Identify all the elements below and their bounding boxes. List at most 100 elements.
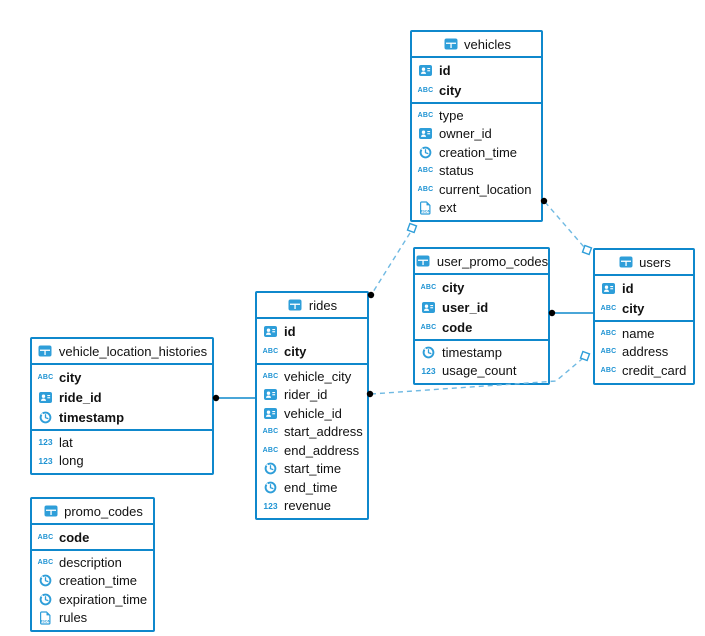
column-row-creation_time[interactable]: creation_time — [32, 572, 153, 591]
string-type-icon: ABC — [262, 372, 279, 380]
string-type-icon: ABC — [600, 304, 617, 312]
column-row-code[interactable]: ABC code — [32, 527, 153, 547]
column-name: vehicle_id — [284, 405, 342, 421]
column-row-id[interactable]: id — [412, 60, 541, 80]
column-row-revenue[interactable]: 123 revenue — [257, 497, 367, 516]
column-name: id — [284, 323, 296, 339]
column-name: vehicle_city — [284, 368, 352, 384]
column-row-id[interactable]: id — [257, 321, 367, 341]
table-icon — [617, 256, 634, 268]
column-name: id — [439, 62, 451, 78]
column-row-owner_id[interactable]: owner_id — [412, 125, 541, 144]
column-name: rules — [59, 610, 88, 626]
id-type-icon — [600, 282, 617, 294]
string-type-icon: ABC — [417, 167, 434, 175]
relationship-vehicle_location_histories-rides[interactable] — [212, 394, 256, 402]
relationship-vehicles-users[interactable] — [540, 197, 593, 256]
number-type-icon: 123 — [38, 455, 53, 466]
table-header[interactable]: vehicles — [412, 32, 541, 58]
column-name: revenue — [284, 498, 331, 514]
table-title: vehicle_location_histories — [58, 343, 208, 359]
timestamp-type-icon — [262, 481, 279, 494]
json-type-icon: JSON — [417, 201, 434, 215]
table-header[interactable]: user_promo_codes — [415, 249, 548, 275]
string-type-icon: ABC — [37, 558, 54, 566]
column-name: name — [622, 325, 655, 341]
relationship-user_promo_codes-users[interactable] — [548, 309, 594, 317]
svg-text:JSON: JSON — [40, 619, 51, 623]
primary-key-section: ABC code — [32, 525, 153, 549]
column-row-timestamp[interactable]: timestamp — [415, 343, 548, 362]
relationship-line[interactable] — [544, 201, 585, 248]
column-row-vehicle_city[interactable]: ABC vehicle_city — [257, 367, 367, 386]
column-name: expiration_time — [59, 591, 148, 607]
json-type-icon: JSON — [37, 611, 54, 625]
column-row-user_id[interactable]: user_id — [415, 297, 548, 317]
column-name: code — [59, 529, 90, 545]
column-row-expiration_time[interactable]: expiration_time — [32, 590, 153, 609]
column-row-vehicle_id[interactable]: vehicle_id — [257, 404, 367, 423]
column-name: code — [442, 319, 473, 335]
table-title: promo_codes — [64, 503, 143, 519]
id-type-icon — [262, 389, 279, 401]
column-row-timestamp[interactable]: timestamp — [32, 407, 212, 427]
table-header[interactable]: promo_codes — [32, 499, 153, 525]
svg-text:JSON: JSON — [420, 209, 431, 213]
column-row-creation_time[interactable]: creation_time — [412, 143, 541, 162]
relationship-line[interactable] — [372, 232, 411, 293]
table-icon — [37, 345, 54, 357]
column-name: timestamp — [442, 344, 502, 360]
column-row-start_time[interactable]: start_time — [257, 460, 367, 479]
connector-square-endpoint — [579, 350, 591, 362]
column-row-rider_id[interactable]: rider_id — [257, 386, 367, 405]
timestamp-type-icon — [37, 593, 54, 606]
table-header[interactable]: rides — [257, 293, 367, 319]
column-row-rules[interactable]: JSON rules — [32, 609, 153, 628]
column-row-end_time[interactable]: end_time — [257, 478, 367, 497]
string-type-icon: ABC — [600, 329, 617, 337]
string-type-icon: ABC — [37, 533, 54, 541]
number-type-icon: 123 — [421, 365, 436, 376]
table-header[interactable]: users — [595, 250, 693, 276]
number-type-icon: 123 — [263, 500, 278, 511]
column-name: end_time — [284, 479, 338, 495]
column-name: creation_time — [439, 144, 518, 160]
relationship-vehicles-rides[interactable] — [367, 222, 418, 299]
table-header[interactable]: vehicle_location_histories — [32, 339, 212, 365]
string-type-icon: ABC — [37, 373, 54, 381]
column-row-ride_id[interactable]: ride_id — [32, 387, 212, 407]
table-title: vehicles — [464, 36, 511, 52]
column-row-name[interactable]: ABC name — [595, 324, 693, 343]
column-row-id[interactable]: id — [595, 278, 693, 298]
